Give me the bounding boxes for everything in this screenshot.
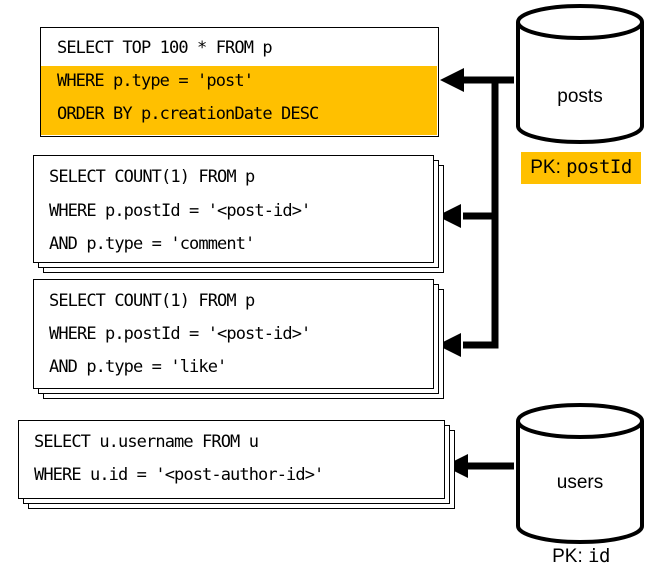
query-line: SELECT TOP 100 * FROM p <box>57 38 273 58</box>
posts-connector <box>463 76 514 349</box>
query-line: WHERE p.type = 'post' <box>57 71 254 91</box>
query-box-like-count: SELECT COUNT(1) FROM p WHERE p.postId = … <box>33 279 434 389</box>
pk-value: id <box>588 545 610 567</box>
query-line: SELECT COUNT(1) FROM p <box>49 167 255 187</box>
posts-pk-label: PK: postId <box>521 152 641 184</box>
query-line: ORDER BY p.creationDate DESC <box>57 104 319 124</box>
query-line: WHERE p.postId = '<post-id>' <box>49 324 311 344</box>
posts-container-label: posts <box>557 86 603 107</box>
pk-prefix: PK: <box>552 546 583 567</box>
query-line: AND p.type = 'comment' <box>49 234 255 254</box>
arrow-to-query-3 <box>437 333 461 357</box>
query-line: SELECT COUNT(1) FROM p <box>49 291 255 311</box>
query-box-comment-count: SELECT COUNT(1) FROM p WHERE p.postId = … <box>33 155 434 263</box>
query-line: WHERE p.postId = '<post-id>' <box>49 201 311 221</box>
query-line: SELECT u.username FROM u <box>34 432 259 452</box>
query-box-username: SELECT u.username FROM u WHERE u.id = '<… <box>18 420 445 499</box>
query-line: AND p.type = 'like' <box>49 357 227 377</box>
users-container-label: users <box>556 472 604 493</box>
arrow-to-query-2 <box>437 204 461 228</box>
posts-cylinder <box>516 4 644 144</box>
pk-prefix: PK: <box>530 157 561 178</box>
pk-value: postId <box>566 156 632 178</box>
highlight <box>41 66 437 135</box>
users-pk-label: PK: id <box>521 541 641 573</box>
query-line: WHERE u.id = '<post-author-id>' <box>34 465 324 485</box>
query-box-top-posts: SELECT TOP 100 * FROM p WHERE p.type = '… <box>40 27 439 137</box>
arrow-to-query-1 <box>440 68 464 92</box>
arrow-to-query-4 <box>444 454 468 478</box>
users-cylinder <box>516 403 644 544</box>
